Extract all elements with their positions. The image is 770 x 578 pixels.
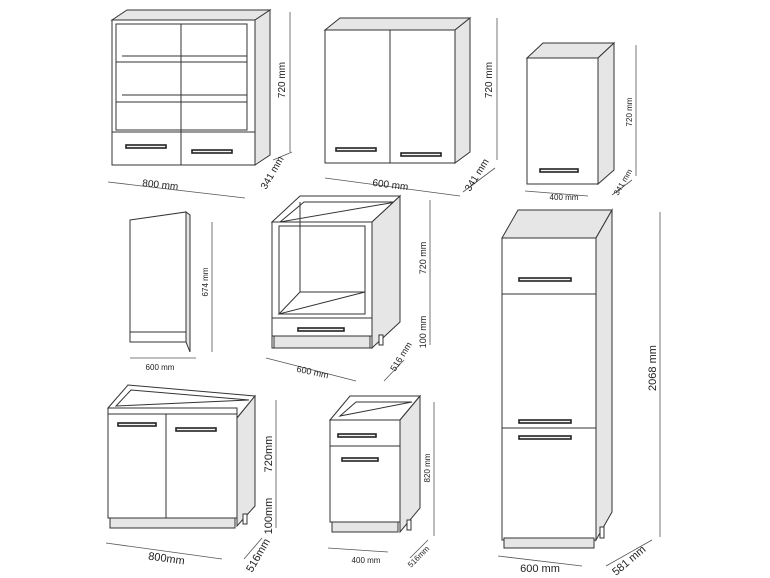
wall-double-depth-label: 341 mm bbox=[463, 157, 491, 193]
cabinet-side bbox=[254, 9, 271, 166]
cabinet-side bbox=[399, 394, 421, 534]
sink-base-cabinet: 800mm 516mm 720mm 100mm bbox=[105, 384, 277, 575]
depth-dimension-line bbox=[272, 151, 293, 161]
door-handle bbox=[335, 147, 377, 152]
leg bbox=[599, 526, 605, 539]
cabinet-front bbox=[526, 57, 599, 185]
sink-height-label: 720mm bbox=[263, 436, 275, 473]
cabinet-top bbox=[323, 17, 472, 31]
door-handle bbox=[117, 422, 157, 427]
wall-single-height-label: 720 mm bbox=[625, 97, 634, 126]
door-handle bbox=[518, 277, 572, 282]
width-dimension-line bbox=[105, 542, 223, 560]
cabinet-side bbox=[454, 16, 471, 164]
wall-single-width-label: 400 mm bbox=[550, 193, 579, 202]
cabinet-front bbox=[501, 237, 597, 541]
drawer-front bbox=[271, 317, 373, 337]
plinth bbox=[331, 521, 399, 533]
width-dimension-line bbox=[524, 190, 589, 197]
drawer-base-cabinet: 400 mm 516mm 820 mm bbox=[327, 394, 435, 569]
leg bbox=[242, 513, 248, 525]
oven-depth-label: 516 mm bbox=[388, 340, 414, 373]
leg bbox=[378, 334, 384, 346]
width-dimension-line bbox=[265, 357, 357, 382]
plinth bbox=[109, 517, 236, 529]
depth-dimension-line bbox=[605, 539, 653, 567]
wall-double-width-label: 600 mm bbox=[372, 178, 409, 193]
sink-depth-label: 516mm bbox=[244, 537, 273, 575]
oven-cabinet: 600 mm 516 mm 720 mm 100 mm bbox=[265, 194, 431, 382]
cabinet-top bbox=[110, 9, 272, 21]
depth-dimension-line bbox=[243, 537, 263, 560]
cabinet-side bbox=[236, 394, 256, 528]
depth-dimension-line bbox=[611, 179, 633, 196]
plinth bbox=[503, 537, 595, 549]
drawer-handle bbox=[297, 327, 345, 332]
drawer-handle bbox=[337, 433, 377, 438]
sink-width-label: 800mm bbox=[147, 551, 185, 568]
side-panel: 600 mm 674 mm bbox=[129, 211, 213, 372]
wall-glass-depth-label: 341 mm bbox=[259, 155, 287, 192]
side-panel-height-label: 674 mm bbox=[201, 267, 210, 296]
top-frame bbox=[114, 389, 250, 407]
wall-glass-height-label: 720 mm bbox=[277, 62, 288, 98]
door-handle bbox=[175, 427, 217, 432]
wall-double-height-label: 720 mm bbox=[484, 62, 495, 98]
wall-single-depth-label: 341 mm bbox=[612, 167, 634, 197]
door-handle bbox=[341, 457, 379, 462]
cabinet-front bbox=[111, 19, 256, 166]
width-dimension-line bbox=[324, 177, 461, 197]
cavity-floor bbox=[277, 291, 366, 315]
door-handle bbox=[400, 152, 442, 157]
drawer-height-label: 820 mm bbox=[423, 453, 432, 482]
width-dimension-line bbox=[327, 547, 389, 553]
oven-plinth-label: 100 mm bbox=[418, 316, 428, 349]
tall-width-label: 600 mm bbox=[520, 563, 560, 575]
depth-dimension-line bbox=[409, 539, 429, 559]
drawer-depth-label: 516mm bbox=[406, 544, 431, 569]
cabinet-top bbox=[501, 209, 613, 239]
depth-dimension-line bbox=[462, 167, 496, 193]
drawer-handle bbox=[125, 144, 167, 149]
oven-height-label: 720 mm bbox=[418, 242, 428, 275]
top-frame bbox=[278, 201, 397, 223]
door-handle bbox=[518, 419, 572, 424]
drawer-width-label: 400 mm bbox=[352, 556, 381, 565]
width-dimension-line bbox=[107, 181, 246, 199]
tall-height-label: 2068 mm bbox=[647, 345, 659, 391]
oven-cavity bbox=[278, 225, 366, 315]
cabinet-side bbox=[371, 194, 401, 350]
plinth bbox=[273, 335, 371, 349]
wall-double-cabinet: 600 mm 341 mm 720 mm bbox=[323, 16, 498, 197]
side-panel-width-label: 600 mm bbox=[146, 363, 175, 372]
top-frame bbox=[338, 401, 413, 417]
cabinet-side bbox=[597, 41, 615, 186]
cabinet-side bbox=[595, 208, 613, 542]
sink-plinth-label: 100mm bbox=[263, 498, 275, 535]
wall-glass-cabinet: 800 mm 341 mm 720 mm bbox=[107, 9, 293, 199]
drawer-handle bbox=[191, 149, 233, 154]
width-dimension-line bbox=[497, 555, 583, 567]
panel-edge bbox=[185, 211, 191, 353]
tall-cabinet: 600 mm 581 mm 2068 mm bbox=[497, 208, 661, 578]
oven-width-label: 600 mm bbox=[296, 364, 330, 381]
wall-glass-width-label: 800 mm bbox=[142, 178, 179, 193]
panel-face bbox=[129, 211, 187, 343]
door-handle bbox=[539, 168, 579, 173]
depth-dimension-line bbox=[383, 359, 405, 382]
wall-single-cabinet: 400 mm 341 mm 720 mm bbox=[524, 41, 637, 202]
panel-base bbox=[129, 331, 187, 343]
leg bbox=[406, 519, 412, 531]
door-handle bbox=[518, 435, 572, 440]
